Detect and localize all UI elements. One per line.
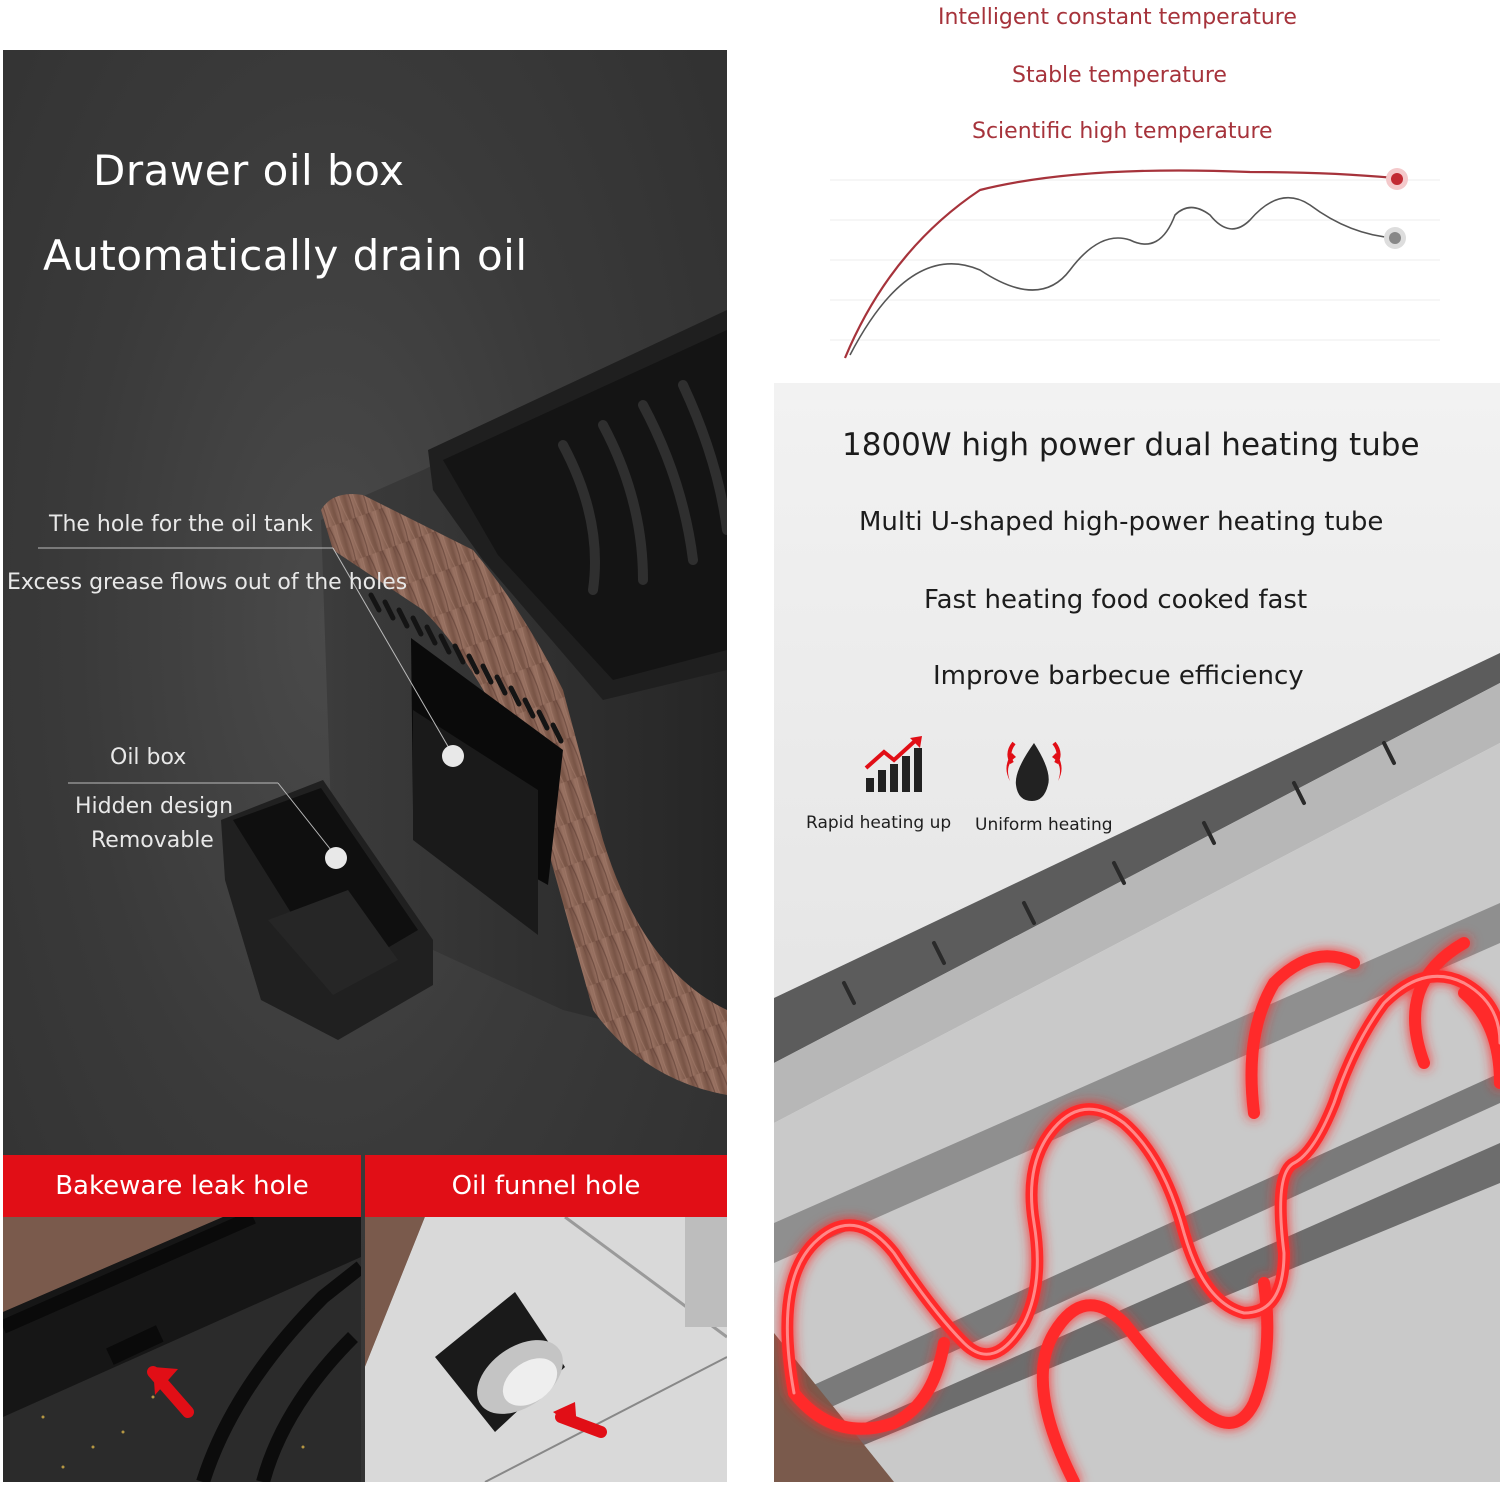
callout-grease-flow: Excess grease flows out of the holes — [7, 570, 408, 595]
text-improve-efficiency: Improve barbecue efficiency — [933, 661, 1304, 691]
tab-bakeware-label: Bakeware leak hole — [55, 1171, 309, 1201]
text-stable-temperature: Stable temperature — [1012, 63, 1227, 88]
caption-rapid-heating: Rapid heating up — [806, 813, 952, 833]
text-intelligent-constant-temperature: Intelligent constant temperature — [938, 5, 1297, 30]
callout-removable: Removable — [91, 828, 214, 853]
callout-oil-box: Oil box — [110, 745, 187, 770]
photo-bakeware-leak-hole — [3, 1217, 361, 1482]
uniform-heating-icon — [1006, 741, 1062, 801]
tab-oil-funnel-hole: Oil funnel hole — [365, 1155, 727, 1227]
text-scientific-high-temperature: Scientific high temperature — [972, 119, 1273, 144]
rapid-heating-icon — [864, 736, 922, 792]
text-multi-u-shaped: Multi U-shaped high-power heating tube — [859, 507, 1384, 537]
callout-hidden-design: Hidden design — [75, 794, 234, 819]
headline-1800w-heating-tube: 1800W high power dual heating tube — [842, 427, 1420, 463]
heating-tube-illustration — [774, 653, 1500, 1482]
tab-bakeware-leak-hole: Bakeware leak hole — [3, 1155, 361, 1227]
tab-oil-funnel-label: Oil funnel hole — [451, 1171, 641, 1201]
stable-temperature-curve — [849, 196, 1396, 356]
text-fast-heating: Fast heating food cooked fast — [924, 585, 1308, 615]
temperature-curve-illustration — [830, 168, 1440, 359]
callout-oil-tank-hole: The hole for the oil tank — [49, 512, 313, 537]
grill-illustration — [38, 310, 727, 1095]
photo-oil-funnel-hole — [365, 1217, 727, 1482]
high-temperature-curve — [843, 169, 1396, 359]
caption-uniform-heating: Uniform heating — [975, 815, 1113, 835]
title-automatically-drain-oil: Automatically drain oil — [43, 231, 528, 280]
heating-tube-panel: 1800W high power dual heating tube Multi… — [774, 383, 1500, 1482]
title-drawer-oil-box: Drawer oil box — [93, 146, 405, 195]
